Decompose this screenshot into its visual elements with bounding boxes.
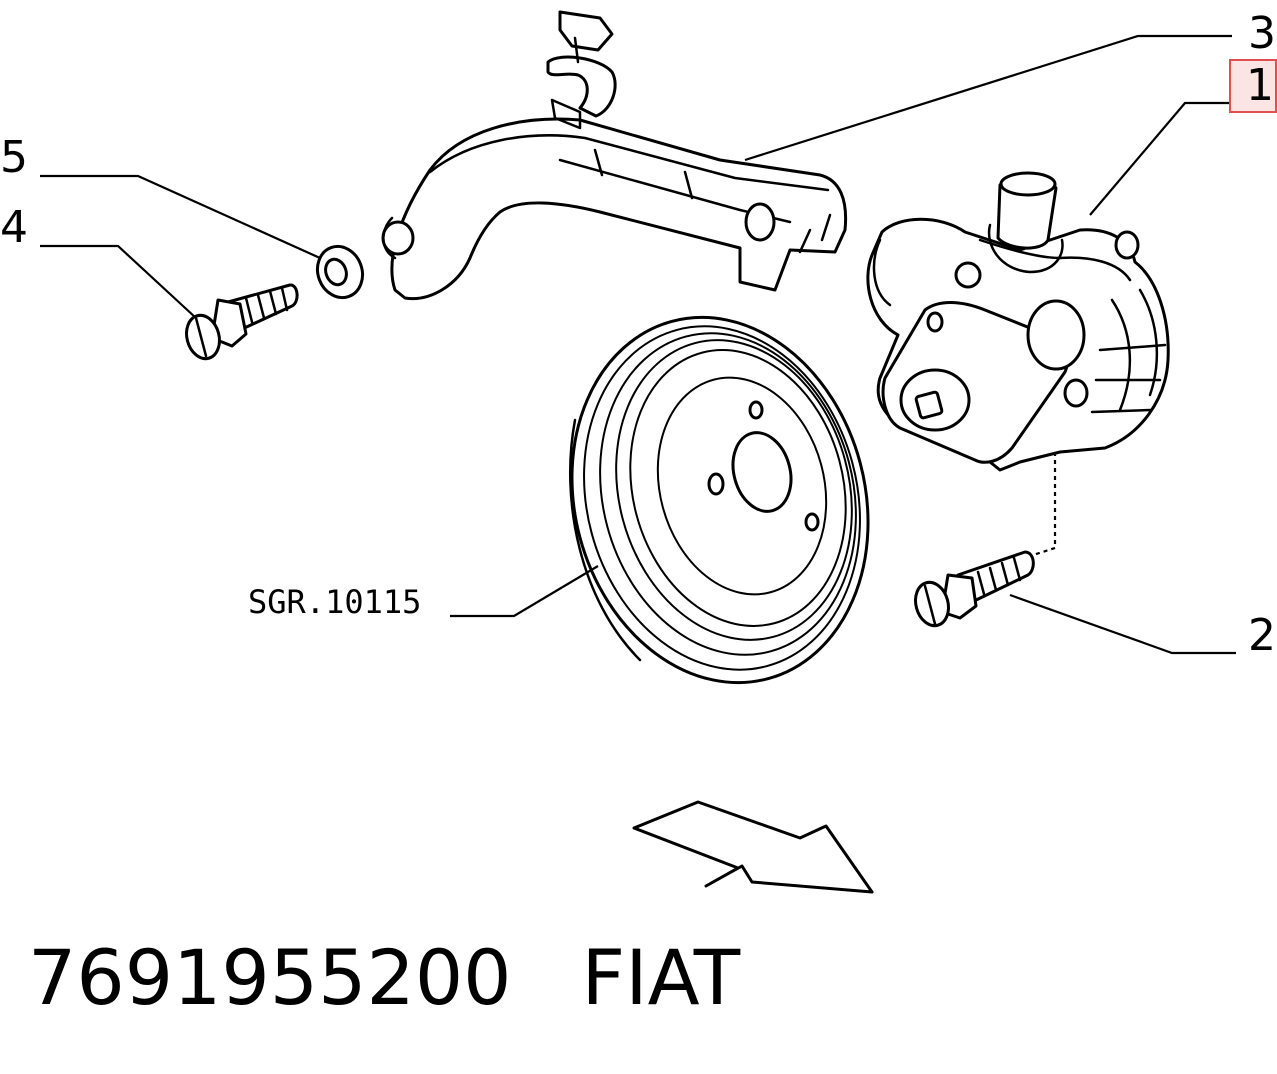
bracket-part-3[interactable] bbox=[381, 10, 848, 301]
highlight-box-callout-1 bbox=[1229, 59, 1277, 113]
direction-arrow-icon bbox=[632, 800, 874, 894]
callout-5[interactable]: 5 bbox=[0, 132, 28, 183]
part-number: 7691955200 bbox=[28, 933, 512, 1022]
callout-1[interactable]: 1 bbox=[1246, 60, 1274, 111]
washer-part-5[interactable] bbox=[310, 240, 369, 304]
reference-label[interactable]: SGR.10115 bbox=[248, 583, 421, 621]
leader-lines bbox=[40, 34, 1250, 655]
pulley[interactable] bbox=[532, 284, 908, 716]
brand-name: FIAT bbox=[581, 933, 741, 1022]
bolt-part-4[interactable] bbox=[182, 283, 299, 362]
callout-2[interactable]: 2 bbox=[1248, 610, 1276, 661]
callout-3[interactable]: 3 bbox=[1248, 8, 1276, 59]
pump-part-1[interactable] bbox=[866, 171, 1170, 472]
bolt-part-2[interactable] bbox=[911, 550, 1035, 629]
callout-4[interactable]: 4 bbox=[0, 202, 28, 253]
